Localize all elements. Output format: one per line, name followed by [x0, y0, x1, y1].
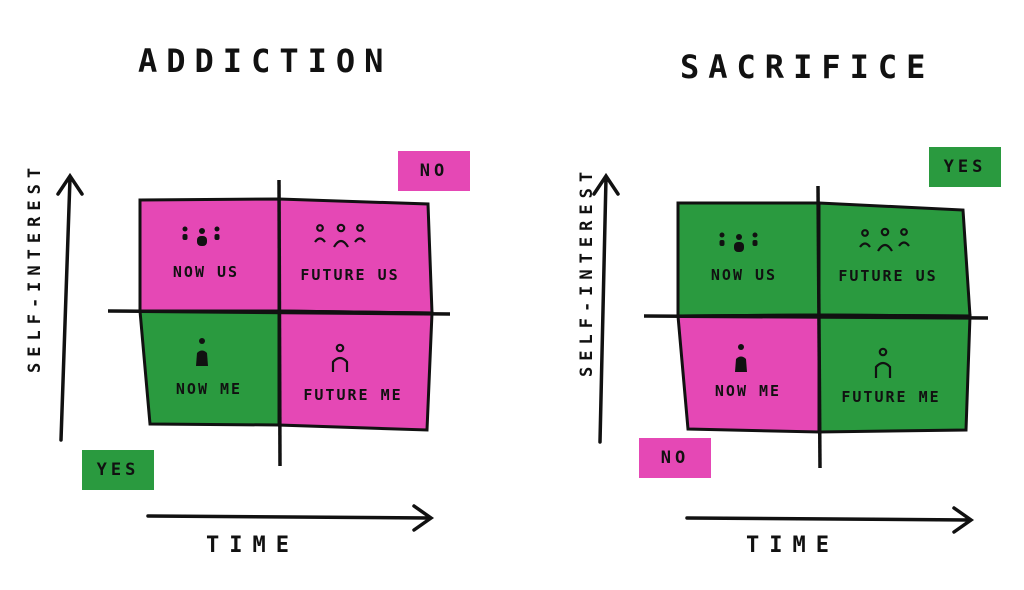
person-sad-icon [874, 347, 892, 378]
sacrifice-panel: SACRIFICE YES NO NOW US FUTURE US NOW ME… [512, 0, 1024, 590]
quadrant-top-left [138, 197, 281, 313]
future-us-label: FUTURE US [300, 266, 400, 284]
sacrifice-title: SACRIFICE [680, 48, 935, 86]
x-axis-arrow [146, 504, 435, 532]
now-me-label: NOW ME [714, 382, 782, 400]
addiction-diagram [56, 172, 451, 532]
y-axis-arrow [56, 172, 84, 442]
group-sad-icon [859, 227, 910, 252]
vertical-divider [277, 179, 282, 467]
y-axis-arrow [592, 172, 620, 444]
bottom-badge: YES [82, 450, 154, 490]
group-happy-icon [719, 232, 758, 252]
bottom-badge: NO [639, 438, 711, 478]
x-axis-label: TIME [746, 533, 839, 558]
quadrant-bottom-left [676, 313, 821, 434]
now-me-label: NOW ME [175, 380, 243, 398]
horizontal-divider [643, 314, 989, 320]
vertical-divider [816, 185, 822, 469]
quadrant-bottom-right [817, 313, 972, 434]
group-sad-icon [314, 223, 366, 248]
future-us-label: FUTURE US [838, 267, 938, 285]
group-happy-icon [182, 226, 220, 246]
quadrant-top-right [817, 201, 972, 318]
top-badge: YES [929, 147, 1001, 187]
y-axis-label: SELF-INTEREST [25, 161, 45, 373]
quadrant-top-left [676, 201, 821, 318]
person-happy-icon [735, 344, 747, 372]
now-us-label: NOW US [710, 266, 778, 284]
quadrant-bottom-right [277, 309, 434, 432]
person-sad-icon [331, 343, 349, 372]
person-happy-icon [196, 338, 208, 366]
addiction-panel: ADDICTION NO YES NOW US FUTURE US NOW ME… [25, 42, 470, 558]
x-axis-arrow [685, 506, 975, 534]
x-axis-label: TIME [206, 533, 299, 558]
sacrifice-diagram [592, 172, 989, 534]
future-me-label: FUTURE ME [303, 386, 403, 404]
addiction-title: ADDICTION [138, 42, 393, 80]
horizontal-divider [107, 309, 451, 316]
top-badge: NO [398, 151, 470, 191]
future-me-label: FUTURE ME [841, 388, 941, 406]
quadrant-bottom-left [138, 309, 281, 427]
y-axis-label: SELF-INTEREST [577, 165, 597, 377]
quadrant-top-right [277, 197, 434, 315]
now-us-label: NOW US [172, 263, 240, 281]
